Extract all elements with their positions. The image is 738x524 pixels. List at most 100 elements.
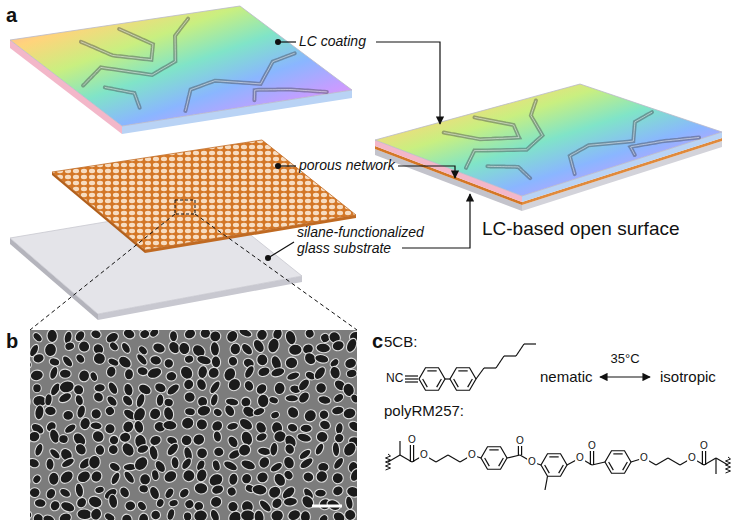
chem-bond <box>413 444 414 462</box>
pore <box>208 379 222 395</box>
pore <box>89 507 103 520</box>
pore <box>120 393 134 408</box>
pore <box>163 397 174 407</box>
pore <box>255 470 270 484</box>
benzene-ring <box>481 447 507 470</box>
defect-line <box>185 53 294 111</box>
defect-line <box>570 112 652 174</box>
benzene-ring <box>450 368 476 391</box>
pore <box>105 365 117 378</box>
pore <box>209 393 219 407</box>
pore <box>315 489 327 497</box>
figure-label: LC-based open surface <box>482 218 680 240</box>
pore <box>30 509 32 520</box>
pore <box>237 416 255 433</box>
defect-line <box>185 53 294 111</box>
pore <box>57 391 73 405</box>
defect-line <box>254 90 326 101</box>
pore <box>151 469 160 481</box>
pore <box>252 484 268 496</box>
pore <box>227 355 239 368</box>
pore <box>163 358 174 369</box>
pore <box>345 337 357 354</box>
pore <box>342 507 357 520</box>
pore <box>332 442 340 457</box>
pore <box>103 405 116 418</box>
chem-bond <box>518 445 519 455</box>
chem-bond <box>454 379 459 387</box>
pore <box>223 403 237 418</box>
pore <box>148 434 162 447</box>
leader-line <box>268 242 294 258</box>
chem-bond <box>427 370 436 371</box>
pore <box>180 456 194 471</box>
pore <box>31 473 43 485</box>
pore <box>314 381 327 394</box>
pore <box>30 487 41 498</box>
chem-bond <box>715 458 716 474</box>
pore <box>283 442 296 456</box>
chem-bond <box>458 370 467 371</box>
sem-image <box>30 330 357 520</box>
pore <box>296 377 311 393</box>
chem-bond <box>388 455 400 462</box>
atom-label: O <box>699 441 709 451</box>
pore <box>212 430 222 443</box>
chem-bond <box>405 381 418 382</box>
pore <box>162 468 179 485</box>
pore <box>44 487 57 501</box>
pore <box>182 378 195 391</box>
pore <box>286 370 301 381</box>
pore <box>318 513 330 520</box>
pore <box>31 331 44 344</box>
pore <box>342 407 357 420</box>
pore <box>183 330 197 341</box>
pore <box>180 415 196 431</box>
pore <box>148 330 160 339</box>
pore <box>105 394 119 408</box>
pore <box>75 496 89 510</box>
leader-line <box>278 165 296 166</box>
pore <box>345 496 354 510</box>
pore <box>121 419 136 434</box>
chem-bond <box>656 458 668 465</box>
pore <box>346 368 357 378</box>
pore <box>135 352 149 367</box>
pore <box>120 440 137 458</box>
pore <box>58 434 69 445</box>
chem-bond <box>448 455 460 462</box>
chem-bond <box>549 456 558 457</box>
pore <box>211 459 221 472</box>
pore <box>30 379 31 393</box>
panel-letter: a <box>6 4 17 27</box>
pore <box>138 330 150 340</box>
pore <box>331 339 345 352</box>
pore <box>108 340 120 352</box>
pore <box>89 371 99 383</box>
pore <box>181 467 197 483</box>
pore <box>73 441 88 457</box>
pore <box>298 456 315 471</box>
pore <box>209 508 221 520</box>
defect-line <box>81 29 153 60</box>
pore <box>34 404 45 420</box>
chem-bond <box>559 465 564 473</box>
pore <box>212 407 224 418</box>
pore <box>30 418 31 432</box>
pore <box>211 356 221 369</box>
chem-bond <box>489 449 498 450</box>
pore <box>125 500 137 511</box>
phase-label: isotropic <box>660 368 716 385</box>
pore <box>34 498 46 507</box>
pore <box>178 341 191 356</box>
pore <box>286 422 299 434</box>
pore <box>135 392 147 408</box>
pore <box>63 410 74 421</box>
lc-surface <box>375 84 722 196</box>
pore <box>155 497 165 508</box>
pore <box>168 498 179 507</box>
pore <box>196 354 213 366</box>
pore <box>151 341 166 355</box>
pore <box>178 487 191 500</box>
